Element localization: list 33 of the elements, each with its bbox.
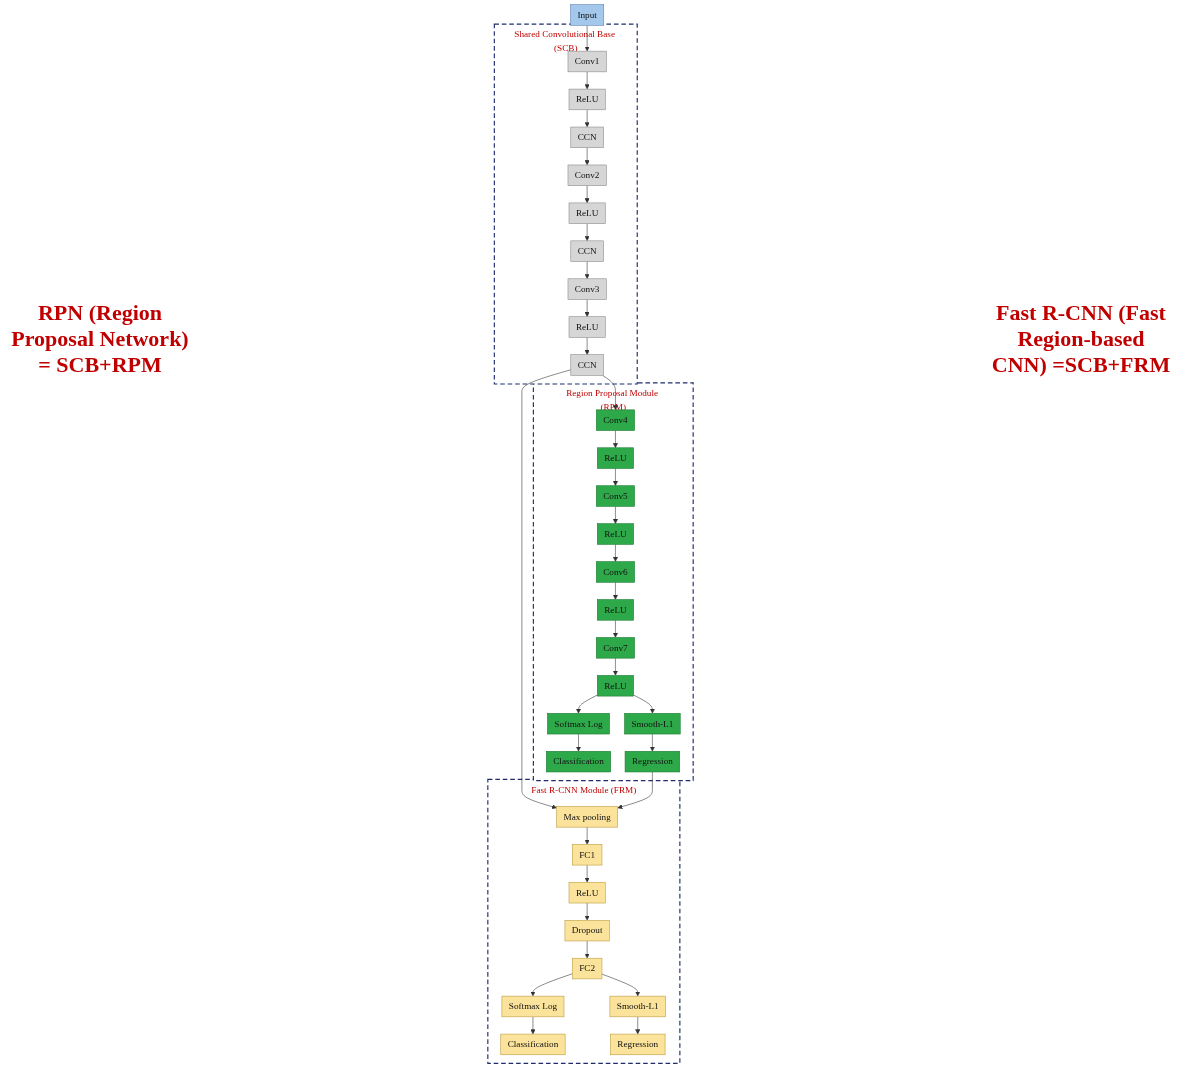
node-box: Conv3 — [567, 278, 607, 300]
node-box: Conv4 — [596, 409, 635, 431]
node-box: ReLU — [568, 88, 606, 111]
node-box: ReLU — [568, 882, 606, 904]
node-box: ReLU — [597, 447, 634, 469]
node-box: Regression — [610, 1033, 666, 1056]
node-box: Conv6 — [596, 561, 635, 583]
node-box: Conv7 — [596, 637, 635, 659]
node-box: Conv2 — [567, 164, 607, 186]
node-box: FC1 — [572, 844, 603, 866]
node-box: Softmax Log — [501, 995, 565, 1018]
node-box: Softmax Log — [547, 713, 610, 735]
node-box: Smooth-L1 — [624, 713, 681, 735]
node-box: Max pooling — [556, 806, 618, 828]
node-box: Regression — [624, 751, 680, 773]
node-box: ReLU — [568, 316, 606, 338]
node-box: CCN — [570, 126, 604, 148]
node-box: Conv1 — [567, 50, 607, 73]
node-box: Dropout — [564, 920, 610, 942]
annotation-text: RPN (Region Proposal Network) = SCB+RPM — [10, 300, 190, 378]
node-box: CCN — [570, 354, 604, 376]
node-box: Conv5 — [596, 485, 635, 507]
node-box: ReLU — [597, 675, 634, 697]
node-box: ReLU — [597, 599, 634, 621]
annotation-text: Fast R-CNN (Fast Region-based CNN) =SCB+FRM — [990, 300, 1172, 378]
node-box: Classification — [546, 751, 611, 773]
node-box: Input — [570, 4, 605, 26]
node-box: ReLU — [597, 523, 634, 545]
node-box: Smooth-L1 — [609, 995, 666, 1018]
node-box: CCN — [570, 240, 604, 262]
node-box: ReLU — [568, 202, 606, 224]
node-box: Classification — [500, 1033, 566, 1056]
node-box: FC2 — [572, 957, 603, 980]
